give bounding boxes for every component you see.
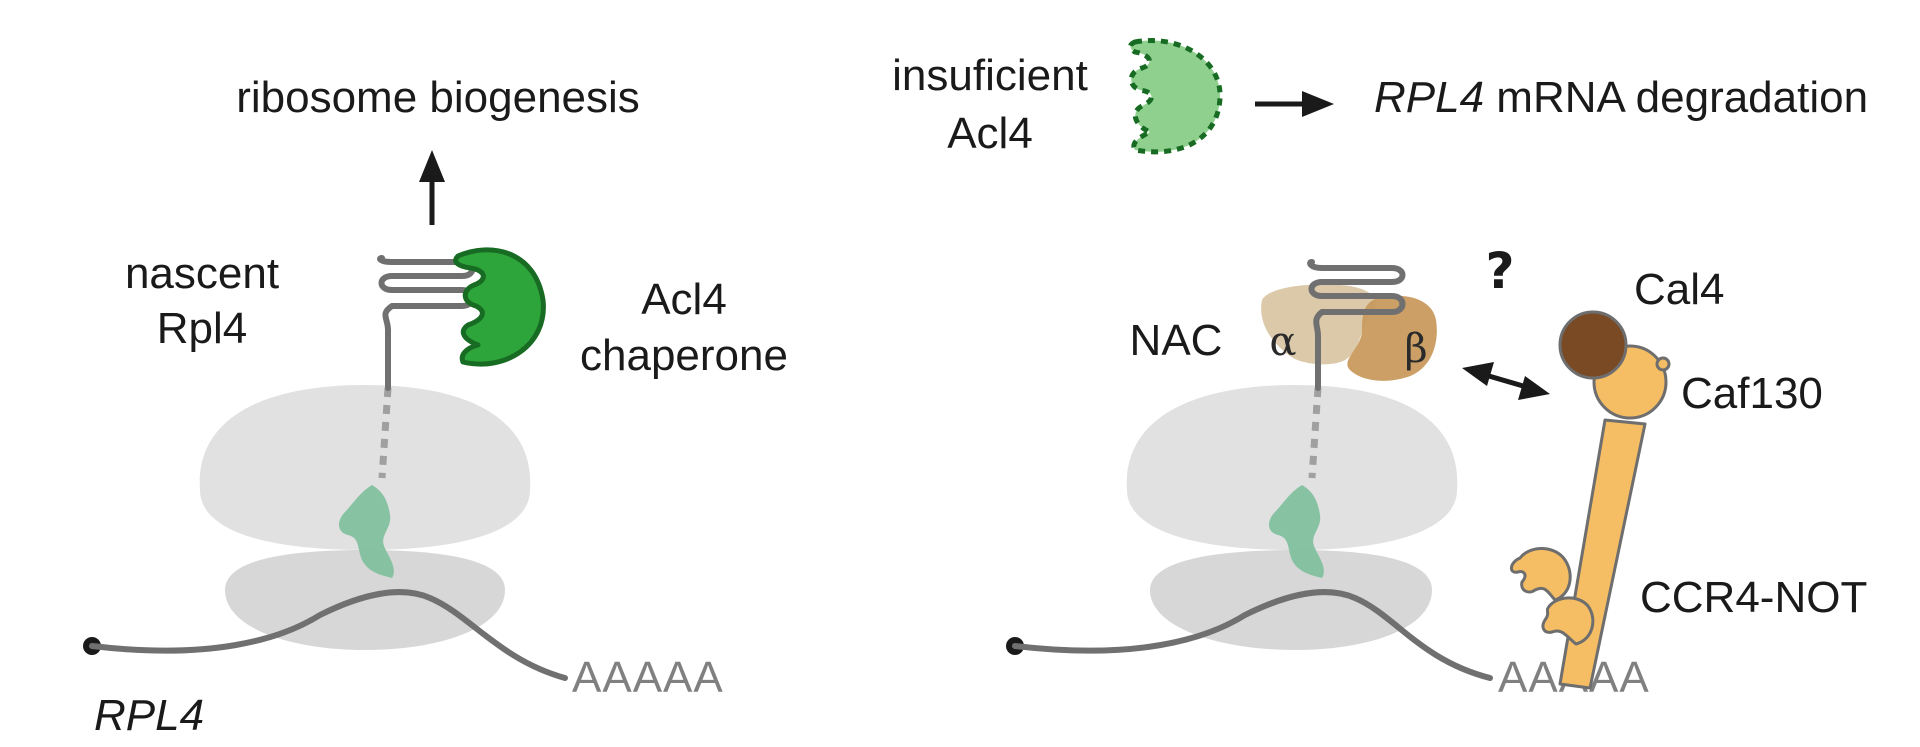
mrna-left bbox=[83, 589, 568, 681]
degradation-text: mRNA degradation bbox=[1484, 73, 1868, 122]
caf130-knob bbox=[1655, 356, 1671, 372]
ribosome-biogenesis-label: ribosome biogenesis bbox=[236, 73, 640, 122]
rpl4-mrna-degradation-label: RPL4 mRNA degradation bbox=[1374, 73, 1868, 122]
ribosome-large-subunit-right bbox=[1126, 385, 1458, 550]
nascent-rpl4-loops bbox=[377, 255, 476, 391]
nascent-rpl4-loops-right bbox=[1307, 259, 1406, 391]
nascent-label-line2: Rpl4 bbox=[157, 304, 248, 353]
nascent-label-line1: nascent bbox=[125, 249, 279, 298]
ccr4-not-subunit-1 bbox=[1510, 547, 1572, 602]
acl4-chaperone-shape bbox=[453, 247, 546, 367]
nascent-chain-in-tunnel bbox=[338, 485, 394, 578]
insufficient-acl4-label-line2: Acl4 bbox=[947, 109, 1033, 158]
rpl4-gene-label: RPL4 bbox=[94, 691, 204, 740]
nascent-chain-dashed-right bbox=[1308, 387, 1322, 479]
ribosome-large-subunit bbox=[199, 385, 531, 550]
ccr4-not-subunit-2 bbox=[1541, 596, 1595, 646]
polya-tail-left: AAAAA bbox=[572, 653, 724, 702]
mrna-right bbox=[1006, 589, 1493, 681]
caf130-stalk bbox=[1558, 418, 1647, 690]
caf130-label: Caf130 bbox=[1681, 369, 1823, 418]
nac-alpha-label: α bbox=[1269, 319, 1296, 365]
insufficient-acl4-shape bbox=[1128, 38, 1223, 155]
nac-beta-label: β bbox=[1404, 326, 1427, 372]
nac-beta-subunit bbox=[1347, 295, 1437, 381]
question-mark: ? bbox=[1485, 242, 1514, 300]
ccr4-not-label: CCR4-NOT bbox=[1640, 573, 1867, 622]
right-panel: α β ? AAAAA insuficient Acl4 RPL4 mRNA bbox=[892, 38, 1868, 702]
nascent-chain-in-tunnel-right bbox=[1268, 485, 1324, 578]
cal4-label: Cal4 bbox=[1634, 265, 1725, 314]
cal4-ball bbox=[1558, 310, 1628, 380]
insufficient-acl4-label-line1: insuficient bbox=[892, 51, 1088, 100]
acl4-chaperone-label-line2: chaperone bbox=[580, 331, 788, 380]
acl4-chaperone-label-line1: Acl4 bbox=[641, 275, 727, 324]
left-panel: ribosome biogenesis nascent Rpl4 Acl4 ch… bbox=[83, 73, 788, 740]
degradation-gene-italic: RPL4 bbox=[1374, 73, 1484, 122]
arrow-up-icon bbox=[419, 150, 445, 225]
nascent-chain-dashed bbox=[378, 387, 392, 479]
arrow-right-icon bbox=[1255, 91, 1334, 117]
double-arrow-icon bbox=[1462, 362, 1550, 400]
nac-label: NAC bbox=[1130, 316, 1223, 365]
